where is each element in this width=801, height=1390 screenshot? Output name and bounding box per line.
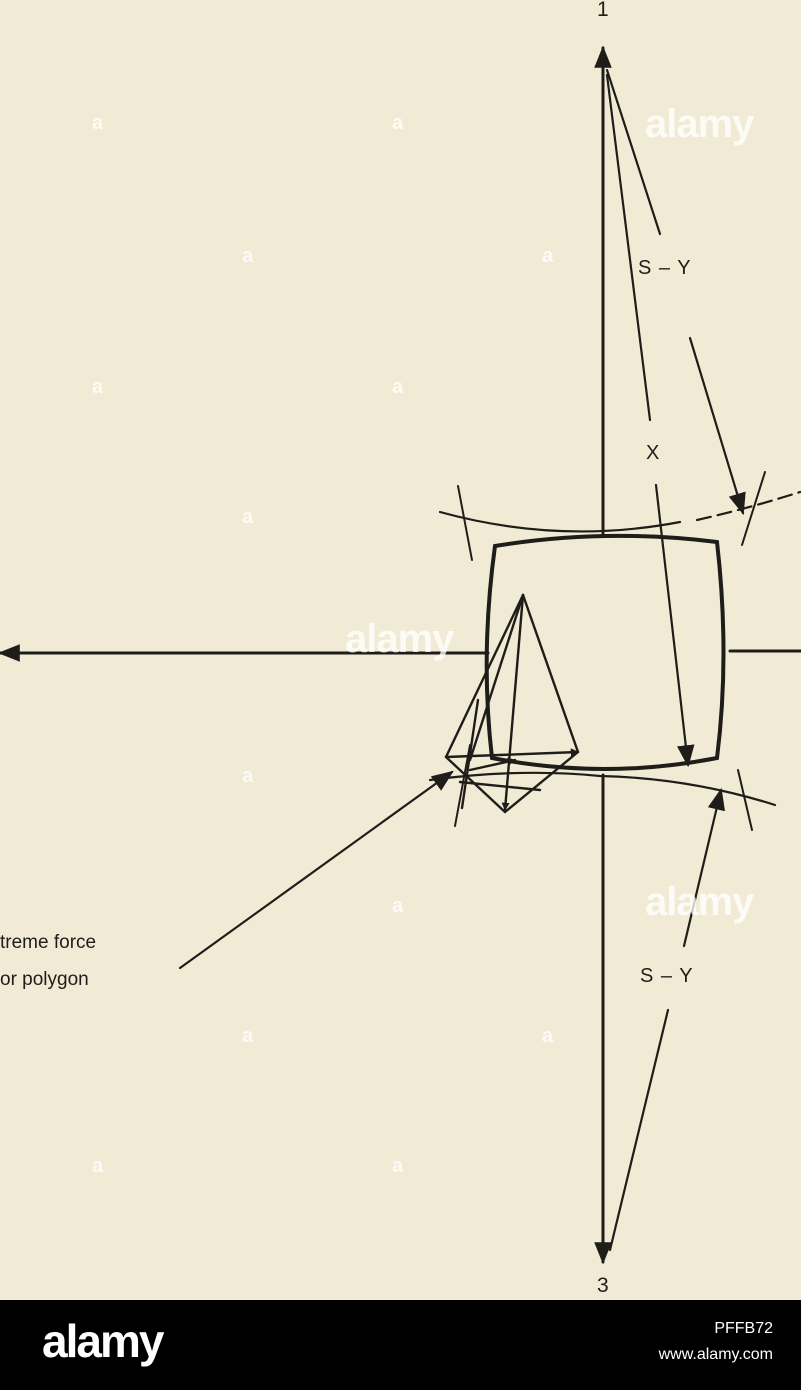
footer-bar: alamy PFFB72 www.alamy.com — [0, 1300, 801, 1390]
left-tick — [457, 485, 473, 561]
sy-upper-arrow — [688, 336, 746, 516]
axis-label-bottom: 3 — [597, 1274, 609, 1297]
upper-envelope-arc-dash — [695, 490, 801, 522]
caption-leader — [178, 770, 454, 970]
force-polygon-diagram — [0, 45, 801, 1265]
footer-image-id: PFFB72 — [714, 1320, 773, 1337]
watermark-dot: a — [392, 376, 404, 398]
sy-lower-line — [608, 1008, 670, 1252]
watermark-dot: a — [92, 1155, 104, 1177]
sy-upper-line-b — [605, 73, 652, 422]
label-x: X — [646, 442, 661, 464]
force-polygon — [444, 593, 580, 814]
lower-right-tick — [737, 769, 753, 831]
limit-box — [484, 533, 726, 771]
watermark-lower-right: alamy — [645, 880, 754, 924]
watermark-dot: a — [242, 245, 254, 267]
footer-url[interactable]: www.alamy.com — [658, 1346, 773, 1363]
footer-logo: alamy — [42, 1315, 164, 1367]
watermark-dot: a — [242, 506, 254, 528]
upper-envelope-arc — [438, 510, 682, 533]
watermark-dot: a — [92, 112, 104, 134]
scanned-page: 1 3 S – Y X S – Y treme force or polygon… — [0, 0, 801, 1300]
watermark-dot: a — [92, 376, 104, 398]
watermark-top-right: alamy — [645, 102, 754, 146]
x-arrow — [654, 483, 695, 768]
watermark-dot: a — [392, 112, 404, 134]
sy-lower-arrow — [682, 787, 725, 948]
watermark-dot: a — [542, 245, 554, 267]
watermark-dot: a — [242, 765, 254, 787]
watermark-dot: a — [392, 1155, 404, 1177]
caption-line-1: treme force — [0, 932, 97, 953]
lower-left-tick — [454, 744, 471, 827]
watermark-dot: a — [392, 895, 404, 917]
label-sy-lower: S – Y — [640, 965, 694, 987]
caption-line-2: or polygon — [0, 969, 89, 990]
watermark-dot: a — [542, 1025, 554, 1047]
sy-upper-line-a — [605, 68, 662, 236]
watermark-dot: a — [242, 1025, 254, 1047]
axis-label-top: 1 — [597, 0, 609, 21]
watermark-center: alamy — [345, 617, 454, 661]
label-sy-upper: S – Y — [638, 257, 692, 279]
right-tick-upper — [741, 471, 766, 546]
